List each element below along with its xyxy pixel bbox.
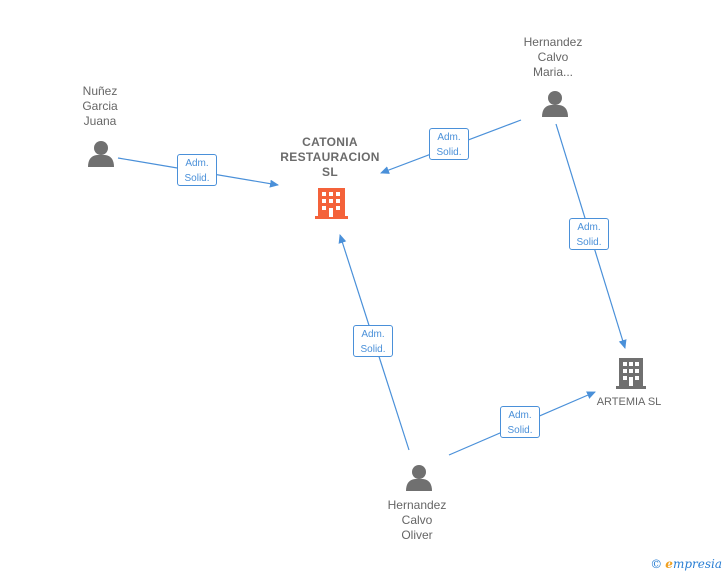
brand-initial: e <box>665 557 673 571</box>
brand-name: mpresia <box>672 557 722 571</box>
node-label-catonia[interactable]: CATONIA RESTAURACION SL <box>280 135 380 179</box>
edge-label-maria-artemia: Adm. Solid. <box>569 218 609 250</box>
person-icon-hernandez-oliver[interactable] <box>406 465 432 491</box>
edge-label-nunez-catonia: Adm. Solid. <box>177 154 217 186</box>
edge-label-line1: Adm. <box>508 410 532 421</box>
edge-label-line1: Adm. <box>437 132 461 143</box>
edge-label-maria-catonia: Adm. Solid. <box>429 128 469 160</box>
edge-label-oliver-artemia: Adm. Solid. <box>500 406 540 438</box>
building-icon-artemia[interactable] <box>616 358 646 389</box>
edge-label-oliver-catonia: Adm. Solid. <box>353 325 393 357</box>
node-label-hernandez-oliver[interactable]: Hernandez Calvo Oliver <box>387 498 447 542</box>
node-label-artemia[interactable]: ARTEMIA SL <box>596 396 662 408</box>
edge-label-line2: Solid. <box>436 147 462 158</box>
building-icon-catonia[interactable] <box>315 188 348 219</box>
edge-label-line2: Solid. <box>360 344 386 355</box>
node-label-hernandez-maria[interactable]: Hernandez Calvo Maria... <box>523 35 583 79</box>
edge-label-line1: Adm. <box>185 158 209 169</box>
edge-label-line2: Solid. <box>184 173 210 184</box>
brand-logo: ©empresia <box>650 557 722 571</box>
person-icon-nunez[interactable] <box>88 141 114 167</box>
edge-label-line1: Adm. <box>577 222 601 233</box>
node-label-nunez[interactable]: Nuñez Garcia Juana <box>82 84 118 128</box>
edge-label-line2: Solid. <box>576 237 602 248</box>
edge-label-line1: Adm. <box>361 329 385 340</box>
person-icon-hernandez-maria[interactable] <box>542 91 568 117</box>
copyright-icon: © <box>650 557 663 571</box>
edge-label-line2: Solid. <box>507 425 533 436</box>
